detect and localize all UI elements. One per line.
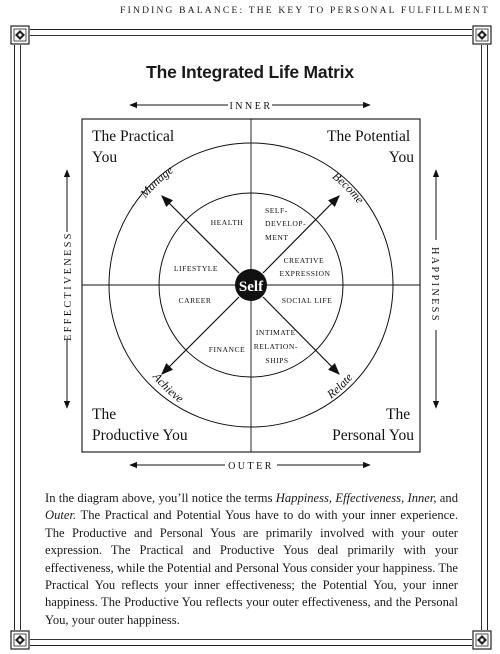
inner-axis-label: INNER <box>229 101 272 112</box>
intimate-relationships-label: INTIMATE RELATION- SHIPS <box>254 328 301 365</box>
page-border-inner <box>20 35 482 640</box>
become-label: Become <box>330 169 368 207</box>
outer-circle <box>108 142 394 428</box>
achieve-arrow <box>161 296 240 375</box>
personal-you-label: The Personal You <box>332 406 414 444</box>
relate-arrow <box>262 296 340 375</box>
lifestyle-label: LIFESTYLE <box>174 264 218 273</box>
diagram-title: The Integrated Life Matrix <box>146 62 354 82</box>
career-label: CAREER <box>179 296 212 305</box>
corner-ornament-bottom-right <box>472 630 492 650</box>
potential-you-label: The Potential You <box>327 128 414 166</box>
outer-axis-label: OUTER <box>228 461 274 472</box>
self-circle <box>235 269 267 301</box>
manage-arrow <box>161 195 240 274</box>
page-border-outer <box>14 29 488 646</box>
corner-ornament-top-right <box>472 25 492 45</box>
corner-ornament-top-left <box>10 25 30 45</box>
manage-label: Manage <box>136 162 176 201</box>
practical-you-label: The Practical You <box>92 128 178 166</box>
self-development-label: SELF- DEVELOP- MENT <box>265 206 309 242</box>
self-label: Self <box>239 279 264 295</box>
corner-ornament-bottom-left <box>10 630 30 650</box>
creative-expression-label: CREATIVE EXPRESSION <box>280 256 331 278</box>
effectiveness-axis-label: EFFECTIVENESS <box>63 231 74 341</box>
finance-label: FINANCE <box>209 345 245 354</box>
inner-circle <box>158 192 344 378</box>
productive-you-label: The Productive You <box>92 406 188 444</box>
become-arrow <box>262 195 340 274</box>
running-head: FINDING BALANCE: THE KEY TO PERSONAL FUL… <box>120 6 490 16</box>
social-life-label: SOCIAL LIFE <box>282 296 333 305</box>
health-label: HEALTH <box>211 218 244 227</box>
happiness-axis-label: HAPPINESS <box>429 247 440 323</box>
explanation-paragraph: In the diagram above, you’ll notice the … <box>45 491 458 627</box>
